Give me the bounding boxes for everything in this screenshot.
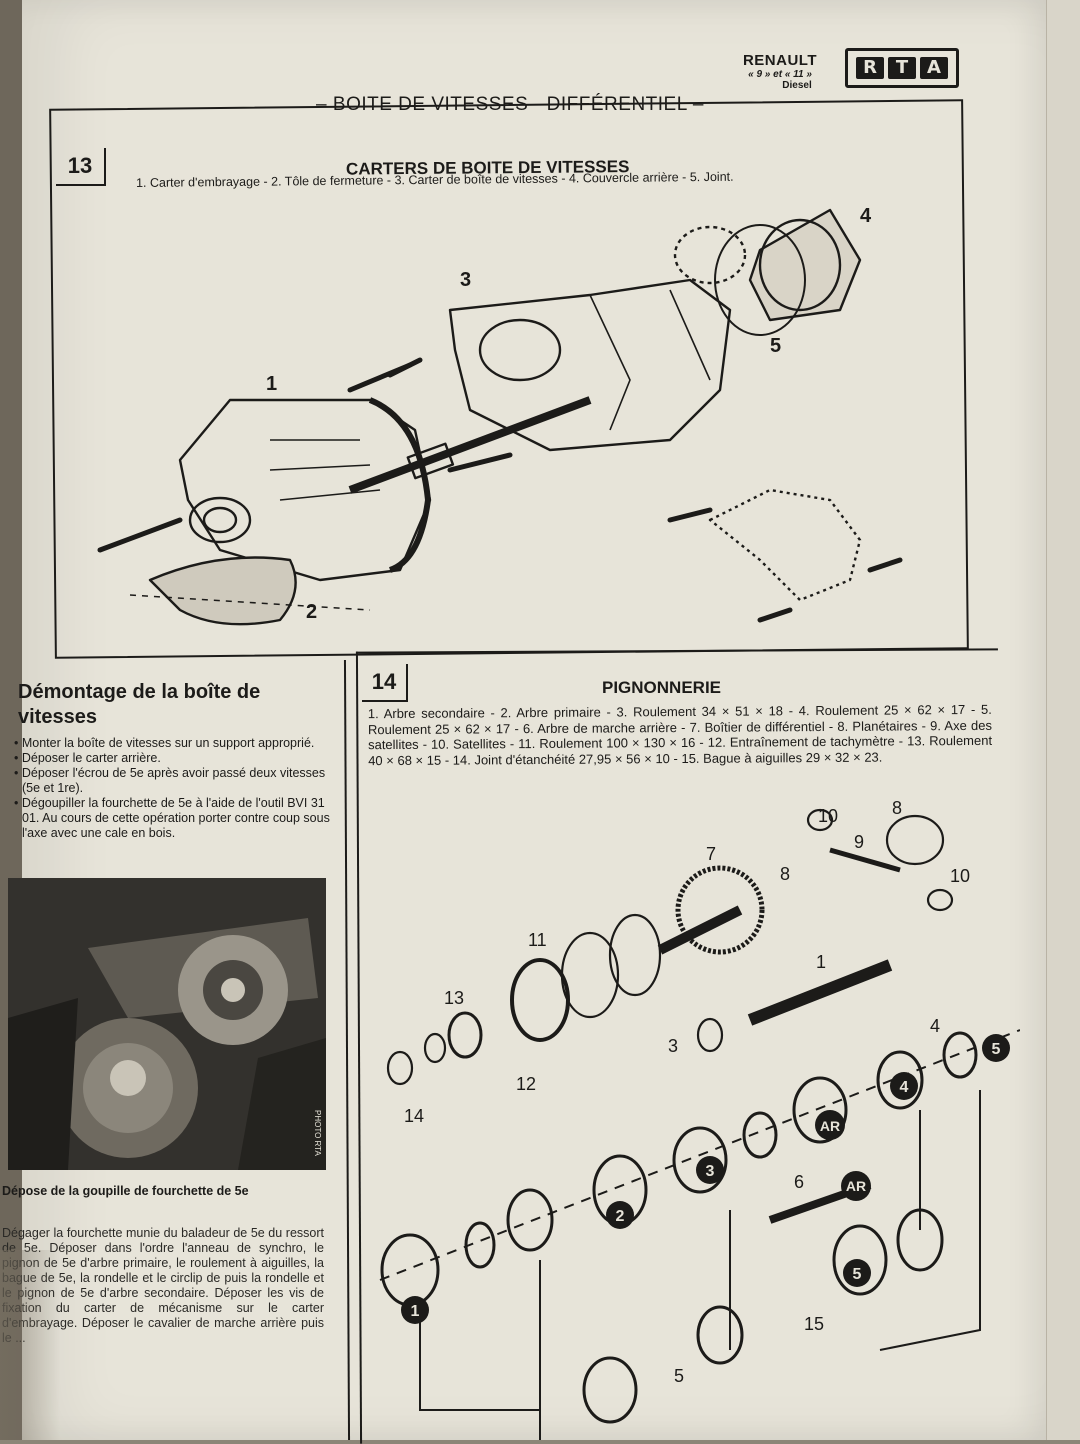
callout-5: 5 — [770, 335, 781, 357]
gear-badge-4: 4 — [900, 1079, 909, 1096]
photo-caption: Dépose de la goupille de fourchette de 5… — [2, 1184, 249, 1198]
gearbox-photo-image — [8, 878, 326, 1170]
rta-logo: R T A — [845, 48, 959, 88]
closing-plate — [148, 556, 297, 626]
disassembly-section: Démontage de la boîte de vitesses • Mont… — [10, 680, 340, 841]
bolt — [97, 517, 183, 553]
gears-exploded-drawing: 1 2 3 AR 4 5 AR 5 10 8 9 10 7 8 11 1 13 … — [360, 798, 1020, 1440]
bearing-11 — [510, 958, 570, 1042]
callout-2: 2 — [306, 601, 317, 623]
bolt — [667, 507, 713, 523]
gear-badge-1: 1 — [411, 1303, 420, 1320]
callout-4: 4 — [930, 1016, 940, 1036]
figure-14-number: 14 — [362, 664, 408, 702]
rta-logo-letter: T — [888, 57, 916, 79]
manual-page — [22, 0, 1052, 1440]
callout-10: 10 — [950, 866, 970, 886]
figure-13-number: 13 — [56, 148, 106, 186]
instruction-item: • Déposer l'écrou de 5e après avoir pass… — [14, 766, 326, 795]
instruction-item: • Monter la boîte de vitesses sur un sup… — [14, 736, 315, 750]
callout-9: 9 — [854, 832, 864, 852]
bolt — [867, 557, 903, 573]
callout-8: 8 — [892, 798, 902, 818]
gearbox-casings-drawing: 1 2 3 4 5 — [97, 205, 903, 626]
gearbox-housing — [448, 278, 732, 452]
callout-3: 3 — [460, 269, 471, 291]
gear-badge-2: 2 — [616, 1208, 625, 1225]
gear-badge-3: 3 — [706, 1163, 715, 1180]
rear-gasket — [714, 224, 806, 336]
callout-6: 6 — [794, 1172, 804, 1192]
callout-3: 3 — [668, 1036, 678, 1056]
figure-14-legend: 1. Arbre secondaire - 2. Arbre primaire … — [367, 701, 993, 768]
callout-1: 1 — [266, 373, 277, 395]
section-heading: Démontage de la boîte de vitesses — [18, 681, 261, 728]
callout-5: 5 — [674, 1366, 684, 1386]
brand-fuel: Diesel — [782, 80, 812, 91]
bolt — [447, 452, 513, 473]
instruction-item: • Déposer le carter arrière. — [14, 751, 161, 765]
rta-logo-letter: R — [856, 57, 884, 79]
callout-12: 12 — [516, 1074, 536, 1094]
figure-14-title: PIGNONNERIE — [602, 678, 722, 697]
bolt — [387, 357, 423, 378]
oil-sump-plate — [708, 488, 862, 602]
brand-models: « 9 » et « 11 » — [748, 69, 812, 80]
gear-badge-5: 5 — [992, 1041, 1001, 1058]
callout-10: 10 — [818, 806, 838, 826]
gear-train-main — [379, 1029, 1020, 1281]
callout-7: 7 — [706, 844, 716, 864]
photo-credit: PHOTO RTA — [313, 1110, 322, 1156]
secondary-shaft — [747, 959, 893, 1026]
callout-14: 14 — [404, 1106, 424, 1126]
brand-name: RENAULT — [742, 52, 818, 69]
output-shaft — [348, 396, 592, 494]
planetary-gear — [885, 814, 945, 866]
rta-logo-letter: A — [920, 57, 948, 79]
gear-badge-ar: AR — [820, 1118, 840, 1134]
instruction-list: • Monter la boîte de vitesses sur un sup… — [10, 736, 340, 841]
gearbox-photo — [8, 878, 326, 1170]
next-page-edge — [1046, 0, 1080, 1440]
callout-13: 13 — [444, 988, 464, 1008]
callout-8: 8 — [780, 864, 790, 884]
clutch-housing-bore — [188, 496, 252, 544]
instruction-item: • Dégoupiller la fourchette de 5e à l'ai… — [14, 796, 330, 840]
callout-4: 4 — [860, 205, 872, 227]
gear-badge-5: 5 — [853, 1266, 862, 1283]
shadow-overlay — [0, 1250, 60, 1440]
page-title: – BOITE DE VITESSES - DIFFÉRENTIEL – — [316, 94, 704, 115]
callout-15: 15 — [804, 1314, 824, 1334]
bolt — [757, 607, 793, 623]
callout-1: 1 — [816, 952, 826, 972]
clutch-housing — [178, 398, 432, 582]
brand-block: RENAULT « 9 » et « 11 » Diesel — [730, 52, 830, 91]
clutch-housing-flange — [368, 397, 431, 573]
gear-badge-ar: AR — [846, 1178, 866, 1194]
differential-ring-gear — [675, 865, 765, 955]
callout-11: 11 — [528, 930, 547, 950]
